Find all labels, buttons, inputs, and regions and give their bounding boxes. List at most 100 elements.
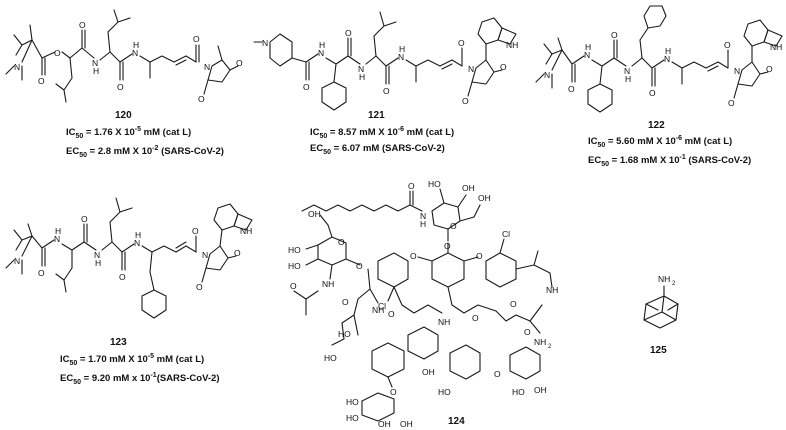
- svg-text:O: O: [234, 248, 241, 258]
- svg-text:O: O: [611, 30, 618, 40]
- svg-text:O: O: [724, 40, 731, 50]
- activity-121: IC50 = 8.57 mM X 10-6 mM (cat L) EC50 = …: [310, 126, 455, 156]
- svg-text:O: O: [462, 96, 469, 106]
- svg-text:O: O: [303, 82, 310, 92]
- activity-123: IC50 = 1.70 mM X 10-5 mM (cat L) EC50 = …: [60, 353, 220, 387]
- svg-text:OH: OH: [400, 419, 413, 429]
- svg-text:O: O: [338, 237, 345, 247]
- svg-text:N: N: [664, 54, 670, 64]
- structure-122: N O N H O N H O N H: [535, 5, 783, 113]
- compound-id-123: 123: [110, 337, 127, 348]
- svg-text:H: H: [625, 74, 631, 84]
- svg-text:O: O: [472, 313, 479, 323]
- svg-text:O: O: [766, 64, 773, 74]
- svg-text:HO: HO: [346, 397, 359, 407]
- svg-text:N: N: [398, 52, 404, 62]
- svg-text:H: H: [95, 258, 101, 268]
- svg-text:H: H: [420, 219, 426, 229]
- svg-text:Cl: Cl: [502, 229, 510, 239]
- svg-text:OH: OH: [378, 419, 391, 429]
- svg-text:H: H: [399, 44, 405, 54]
- svg-text:O: O: [38, 76, 45, 86]
- svg-text:H: H: [135, 230, 141, 240]
- svg-text:N: N: [544, 70, 550, 80]
- structure-121: N O N H O N H O N H: [253, 11, 518, 111]
- structure-120: N O O O N H O N H: [5, 9, 243, 104]
- svg-text:2: 2: [548, 344, 552, 350]
- svg-text:HO: HO: [428, 179, 441, 189]
- svg-text:NH: NH: [438, 317, 450, 327]
- svg-text:O: O: [119, 272, 126, 282]
- svg-text:OH: OH: [462, 183, 475, 193]
- svg-text:O: O: [356, 261, 363, 271]
- svg-text:HO: HO: [338, 329, 351, 339]
- svg-text:N: N: [262, 38, 268, 48]
- svg-text:N: N: [624, 66, 630, 76]
- svg-text:O: O: [290, 281, 297, 291]
- svg-text:O: O: [510, 299, 517, 309]
- svg-text:NH: NH: [546, 285, 558, 295]
- svg-text:O: O: [500, 62, 507, 72]
- svg-text:N: N: [92, 58, 98, 68]
- svg-text:O: O: [388, 309, 395, 319]
- svg-text:HO: HO: [512, 387, 525, 397]
- svg-text:N: N: [584, 50, 590, 60]
- svg-text:O: O: [236, 58, 243, 68]
- svg-text:O: O: [81, 214, 88, 224]
- svg-text:NH: NH: [658, 274, 670, 284]
- svg-text:H: H: [665, 46, 671, 56]
- svg-text:O: O: [54, 48, 61, 58]
- svg-text:O: O: [494, 369, 501, 379]
- svg-text:NH: NH: [240, 226, 252, 236]
- compound-id-122: 122: [648, 120, 665, 131]
- compound-id-120: 120: [115, 110, 132, 121]
- svg-text:HO: HO: [324, 353, 337, 363]
- svg-text:O: O: [383, 86, 390, 96]
- svg-text:HO: HO: [288, 261, 301, 271]
- svg-text:HO: HO: [288, 245, 301, 255]
- svg-text:N: N: [202, 250, 208, 260]
- svg-text:O: O: [524, 327, 531, 337]
- svg-text:H: H: [585, 42, 591, 52]
- svg-text:OH: OH: [308, 209, 321, 219]
- activity-120: IC50 = 1.76 X 10-5 mM (cat L) EC50 = 2.8…: [66, 126, 224, 160]
- svg-text:N: N: [204, 62, 210, 72]
- svg-text:N: N: [468, 64, 474, 74]
- svg-text:O: O: [408, 181, 415, 191]
- svg-text:O: O: [196, 282, 203, 292]
- svg-text:N: N: [420, 211, 426, 221]
- svg-text:Cl: Cl: [378, 301, 386, 311]
- svg-text:O: O: [450, 221, 457, 231]
- svg-text:N: N: [358, 64, 364, 74]
- svg-text:O: O: [198, 94, 205, 104]
- svg-text:2: 2: [672, 281, 676, 287]
- svg-text:O: O: [728, 98, 735, 108]
- svg-text:O: O: [458, 38, 465, 48]
- svg-text:N: N: [14, 62, 20, 72]
- svg-text:N: N: [132, 48, 138, 58]
- svg-text:NH: NH: [770, 42, 782, 52]
- svg-text:HO: HO: [438, 387, 451, 397]
- svg-text:NH: NH: [322, 279, 334, 289]
- svg-text:HO: HO: [346, 413, 359, 423]
- svg-text:N: N: [134, 238, 140, 248]
- svg-text:O: O: [192, 226, 199, 236]
- svg-text:O: O: [342, 297, 349, 307]
- svg-text:O: O: [117, 82, 124, 92]
- structure-124: O N H HO OH OH O O O O Cl Cl OH HO: [288, 179, 558, 429]
- svg-text:OH: OH: [478, 193, 491, 203]
- svg-text:O: O: [649, 88, 656, 98]
- svg-text:O: O: [410, 251, 417, 261]
- compound-id-121: 121: [368, 110, 385, 121]
- svg-text:O: O: [79, 20, 86, 30]
- svg-text:H: H: [359, 72, 365, 82]
- svg-text:NH: NH: [506, 40, 518, 50]
- svg-text:O: O: [390, 387, 397, 397]
- svg-text:H: H: [55, 226, 61, 236]
- activity-122: IC50 = 5.60 mM X 10-6 mM (cat L) EC50 = …: [588, 135, 752, 169]
- svg-text:N: N: [54, 234, 60, 244]
- svg-text:OH: OH: [422, 367, 435, 377]
- structure-125: NH 2: [643, 274, 679, 329]
- svg-text:NH: NH: [372, 305, 384, 315]
